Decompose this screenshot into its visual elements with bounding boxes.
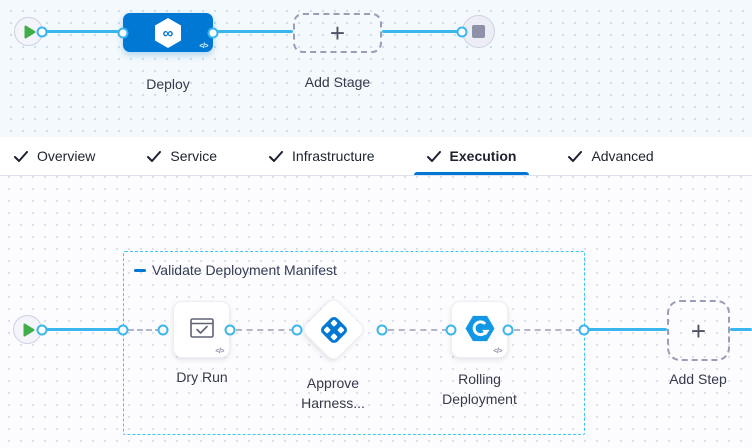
pipeline-end-node[interactable] bbox=[462, 15, 495, 48]
code-icon[interactable]: </> bbox=[215, 348, 224, 355]
connector-line-dashed bbox=[236, 329, 295, 331]
plus-icon: + bbox=[690, 315, 707, 346]
tab-infrastructure[interactable]: Infrastructure bbox=[269, 137, 375, 175]
harness-approval-icon bbox=[310, 306, 357, 353]
add-step-button[interactable]: + bbox=[667, 300, 730, 361]
stage-node-deploy[interactable]: ∞ </> bbox=[123, 13, 213, 52]
tab-label: Infrastructure bbox=[292, 148, 375, 164]
connector-port[interactable] bbox=[36, 324, 48, 336]
stop-icon bbox=[472, 25, 485, 38]
tab-label: Service bbox=[170, 148, 218, 164]
code-icon[interactable]: </> bbox=[493, 348, 502, 355]
step-node-rolling-deployment[interactable]: </> bbox=[451, 301, 508, 358]
connector-port[interactable] bbox=[224, 324, 236, 336]
connector-line bbox=[730, 328, 752, 331]
connector-port[interactable] bbox=[578, 324, 590, 336]
step-group-validate-deployment-manifest[interactable]: Validate Deployment Manifest bbox=[123, 251, 585, 435]
stage-config-tabs: Overview Service Infrastructure Executio… bbox=[0, 137, 752, 176]
play-icon bbox=[23, 323, 34, 336]
check-icon bbox=[426, 150, 441, 162]
tab-label: Overview bbox=[37, 148, 96, 164]
tab-service[interactable]: Service bbox=[147, 137, 217, 175]
window-check-icon bbox=[189, 318, 214, 338]
add-stage-label: Add Stage bbox=[304, 74, 371, 90]
stage-canvas[interactable]: ∞ </> Deploy + Add Stage bbox=[0, 0, 752, 137]
execution-canvas[interactable]: Validate Deployment Manifest </> Dry Run bbox=[0, 176, 752, 448]
code-icon[interactable]: </> bbox=[199, 43, 208, 50]
step-label: Rolling Deployment bbox=[442, 371, 517, 407]
connector-line bbox=[42, 328, 123, 331]
step-label: Approve Harness... bbox=[301, 375, 365, 411]
rolling-deployment-icon bbox=[464, 315, 495, 341]
connector-port[interactable] bbox=[456, 26, 468, 37]
connector-port[interactable] bbox=[117, 324, 129, 336]
tab-overview[interactable]: Overview bbox=[14, 137, 95, 175]
collapse-icon[interactable] bbox=[134, 268, 146, 272]
svg-text:∞: ∞ bbox=[163, 25, 174, 42]
step-node-dry-run[interactable]: </> bbox=[173, 301, 230, 358]
add-step-label: Add Step bbox=[669, 371, 727, 387]
check-icon bbox=[568, 150, 583, 162]
connector-line bbox=[382, 30, 462, 33]
connector-line-dashed bbox=[514, 329, 582, 331]
connector-line-dashed bbox=[388, 329, 448, 331]
connector-port[interactable] bbox=[36, 26, 48, 38]
connector-line bbox=[213, 30, 293, 33]
check-icon bbox=[269, 150, 284, 162]
tab-advanced[interactable]: Advanced bbox=[568, 137, 654, 175]
connector-line bbox=[586, 328, 667, 331]
step-group-name: Validate Deployment Manifest bbox=[152, 262, 337, 278]
connector-line bbox=[42, 30, 123, 33]
connector-port[interactable] bbox=[291, 324, 303, 336]
connector-port[interactable] bbox=[376, 324, 388, 336]
add-stage-button[interactable]: + bbox=[293, 13, 382, 53]
step-group-header[interactable]: Validate Deployment Manifest bbox=[134, 262, 337, 278]
check-icon bbox=[14, 150, 28, 162]
connector-line-dashed bbox=[128, 329, 161, 331]
check-icon bbox=[147, 150, 162, 162]
tab-execution[interactable]: Execution bbox=[413, 137, 530, 175]
connector-port[interactable] bbox=[117, 27, 129, 38]
step-label: Dry Run bbox=[176, 369, 228, 385]
harness-cd-icon: ∞ bbox=[155, 17, 181, 48]
connector-port[interactable] bbox=[502, 324, 514, 336]
stage-label: Deploy bbox=[146, 76, 190, 92]
plus-icon: + bbox=[329, 18, 346, 48]
tab-label: Execution bbox=[449, 148, 517, 164]
play-icon bbox=[24, 25, 35, 38]
tab-label: Advanced bbox=[591, 148, 654, 164]
connector-port[interactable] bbox=[445, 324, 457, 336]
connector-port[interactable] bbox=[157, 324, 169, 336]
connector-port[interactable] bbox=[207, 27, 219, 38]
